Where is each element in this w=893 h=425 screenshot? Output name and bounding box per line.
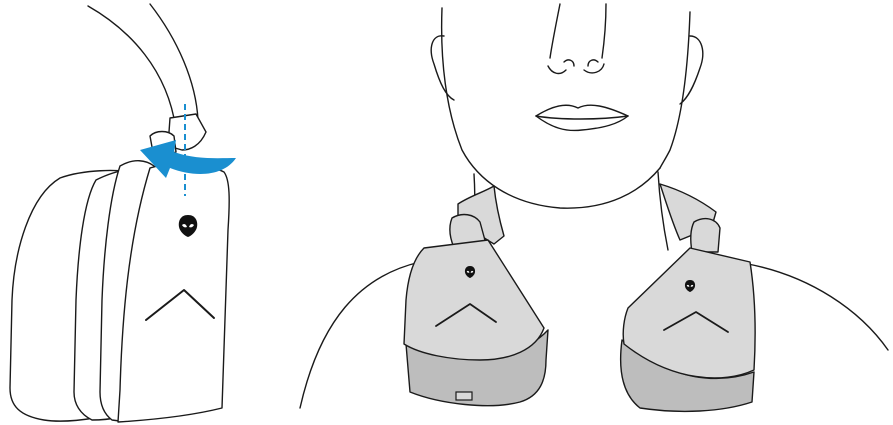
- lower-lip: [535, 115, 629, 132]
- right-cheek: [659, 11, 691, 169]
- nose: [547, 3, 607, 75]
- left-earcup-shell: [403, 239, 545, 361]
- left-ear: [430, 35, 455, 101]
- nostril-right: [587, 59, 599, 67]
- rotate-earcup-detail: [9, 3, 236, 423]
- right-earcup-shell: [622, 247, 756, 379]
- upper-lip: [535, 104, 629, 117]
- shoulder-right: [747, 263, 889, 351]
- chevron-mark: [145, 289, 215, 321]
- right-ear: [679, 35, 704, 105]
- left-earcup-button: [455, 391, 473, 401]
- lip-line: [535, 115, 629, 120]
- left-chevron-mark: [435, 303, 497, 327]
- headband-inner: [149, 3, 199, 121]
- right-chevron-mark: [663, 311, 729, 333]
- yoke: [167, 113, 207, 151]
- shoulder-left: [299, 261, 421, 409]
- headset-worn-around-neck: [299, 3, 889, 413]
- headband-outer: [87, 5, 177, 131]
- rotation-arrow-icon: [140, 140, 236, 178]
- nostril-left: [563, 59, 575, 67]
- neck-right: [657, 171, 669, 251]
- right-yoke: [689, 217, 721, 253]
- left-cheek: [440, 7, 661, 209]
